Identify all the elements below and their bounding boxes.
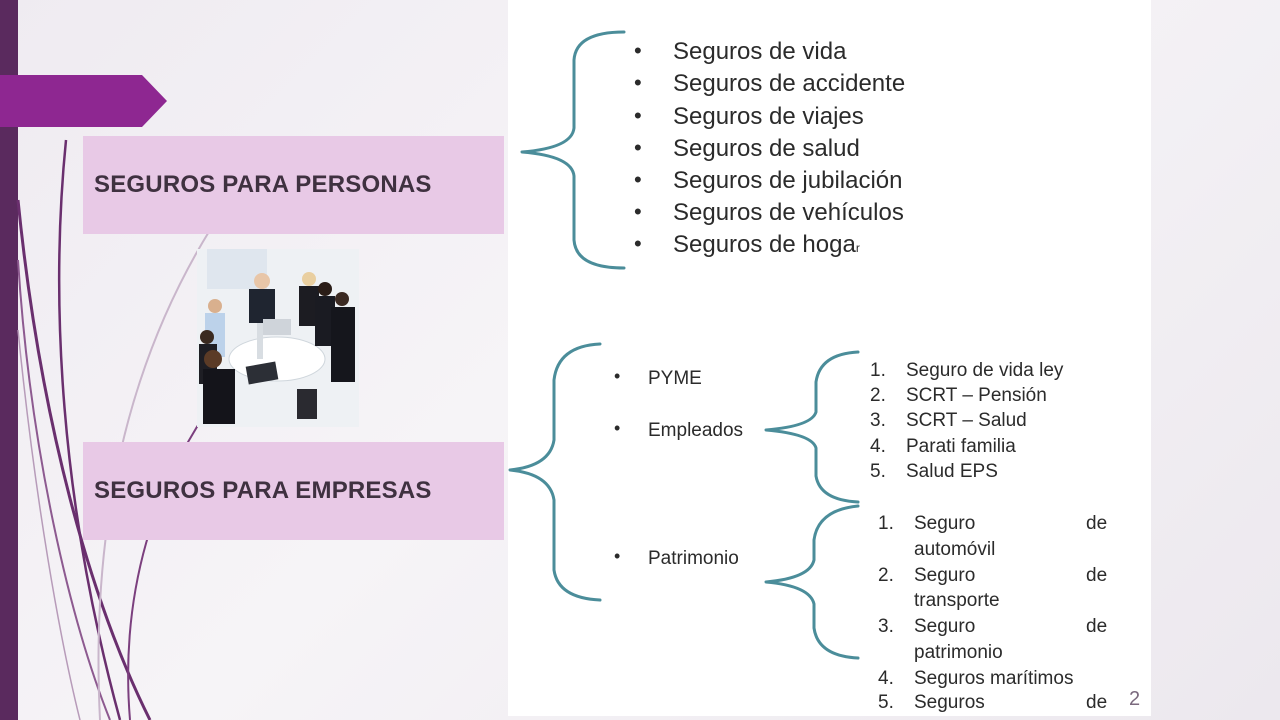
accent-arrow-tab [0, 75, 167, 127]
patrimonio-item-3-b: de [1086, 616, 1108, 637]
patrimonio-item-2-a: Seguro [914, 565, 976, 586]
bullet: • [634, 199, 642, 224]
patrimonio-num-3: 3. [878, 616, 894, 637]
bullet: • [614, 366, 621, 386]
personas-item-4: Seguros de salud [673, 135, 860, 162]
left-accent-bar [0, 0, 18, 720]
patrimonio-item-3-a: Seguro [914, 616, 976, 637]
category-patrimonio: Patrimonio [648, 548, 739, 569]
patrimonio-item-1-c: automóvil [914, 539, 996, 560]
category-pyme: PYME [648, 368, 702, 389]
bullet: • [634, 103, 642, 128]
personas-item-1: Seguros de vida [673, 38, 847, 65]
page-number: 2 [1129, 688, 1141, 710]
insurance-diagram-panel: • Seguros de vida • Seguros de accidente… [508, 0, 1151, 716]
category-empleados: Empleados [648, 420, 744, 441]
personas-item-7: Seguros de hogar [673, 231, 860, 259]
personas-item-6: Seguros de vehículos [673, 199, 904, 226]
bullet: • [634, 231, 642, 256]
personas-item-3: Seguros de viajes [673, 103, 864, 130]
patrimonio-item-2-b: de [1086, 565, 1108, 586]
personas-item-7-tail: r [855, 241, 860, 255]
empleados-item-4: Parati familia [906, 436, 1016, 457]
bullet: • [634, 70, 642, 95]
empleados-num-4: 4. [870, 436, 886, 457]
patrimonio-item-5-a: Seguros [914, 692, 985, 713]
empleados-item-3: SCRT – Salud [906, 410, 1027, 431]
bullet: • [634, 38, 642, 63]
bullet: • [634, 167, 642, 192]
patrimonio-num-2: 2. [878, 565, 894, 586]
bullet: • [634, 135, 642, 160]
patrimonio-num-1: 1. [878, 513, 894, 534]
personas-item-7-main: Seguros de hoga [673, 231, 856, 258]
empleados-num-5: 5. [870, 461, 886, 482]
bullet: • [614, 546, 621, 566]
patrimonio-item-2-c: transporte [914, 590, 1000, 611]
business-meeting-photo [197, 249, 359, 427]
empleados-item-2: SCRT – Pensión [906, 385, 1047, 406]
patrimonio-num-5: 5. [878, 692, 894, 713]
personas-item-2: Seguros de accidente [673, 70, 906, 97]
empleados-num-2: 2. [870, 385, 886, 406]
personas-item-5: Seguros de jubilación [673, 167, 903, 194]
empresas-title-box: SEGUROS PARA EMPRESAS [83, 442, 504, 540]
empleados-num-1: 1. [870, 360, 886, 381]
bullet: • [614, 418, 621, 438]
empleados-num-3: 3. [870, 410, 886, 431]
empleados-item-1: Seguro de vida ley [906, 360, 1064, 381]
empresas-title: SEGUROS PARA EMPRESAS [94, 477, 432, 504]
diagram-braces [508, 30, 860, 660]
empleados-item-5: Salud EPS [906, 461, 998, 482]
patrimonio-item-1-a: Seguro [914, 513, 976, 534]
patrimonio-num-4: 4. [878, 668, 894, 689]
patrimonio-item-5-b: de [1086, 692, 1108, 713]
patrimonio-item-3-c: patrimonio [914, 642, 1003, 663]
patrimonio-item-1-b: de [1086, 513, 1108, 534]
patrimonio-item-4: Seguros marítimos [914, 668, 1074, 689]
personas-title: SEGUROS PARA PERSONAS [94, 171, 432, 198]
personas-title-box: SEGUROS PARA PERSONAS [83, 136, 504, 234]
